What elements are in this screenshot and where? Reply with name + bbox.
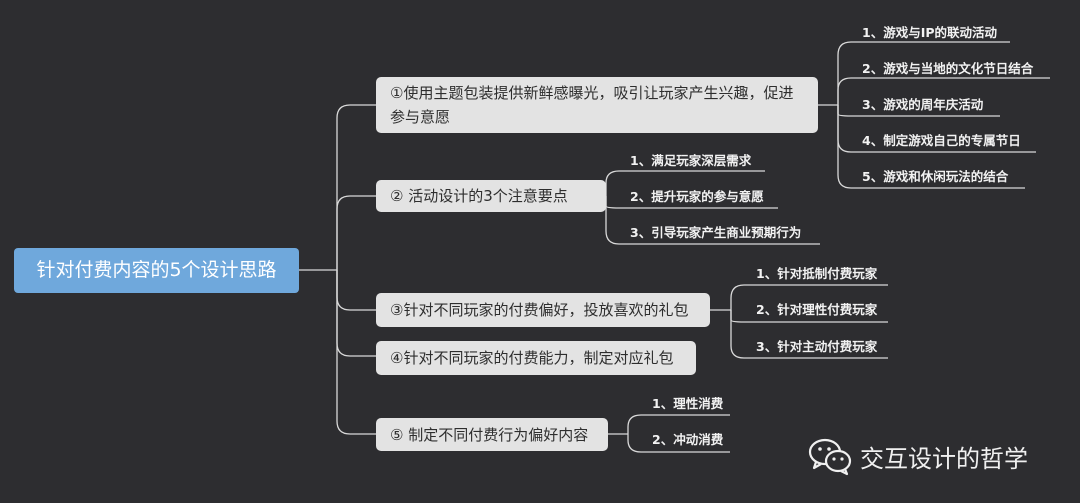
leaf-5-1[interactable]: 1、理性消费 xyxy=(652,396,724,411)
branch-2-node[interactable]: ② 活动设计的3个注意要点 xyxy=(376,180,606,212)
leaf-3-1[interactable]: 1、针对抵制付费玩家 xyxy=(756,266,878,281)
watermark: 交互设计的哲学 xyxy=(808,436,1028,476)
leaf-1-4[interactable]: 4、制定游戏自己的专属节日 xyxy=(862,133,1021,148)
connector-leaf-1-1 xyxy=(837,41,1010,105)
wechat-icon xyxy=(808,438,852,476)
connector-leaf-2-1 xyxy=(605,170,765,196)
leaf-2-1[interactable]: 1、满足玩家深层需求 xyxy=(630,153,752,168)
branch-1-node[interactable]: ①使用主题包装提供新鲜感曝光，吸引让玩家产生兴趣，促进参与意愿 xyxy=(376,77,818,133)
connector-leaf-1-5 xyxy=(837,105,1025,189)
branch-3-label: ③针对不同玩家的付费偏好，投放喜欢的礼包 xyxy=(390,301,689,319)
branch-5-node[interactable]: ⑤ 制定不同付费行为偏好内容 xyxy=(376,418,608,451)
connector-branch-5 xyxy=(336,270,376,435)
connector-leaf-3-3 xyxy=(730,310,888,359)
connector-branch-2 xyxy=(336,195,376,270)
branch-5-label: ⑤ 制定不同付费行为偏好内容 xyxy=(390,425,589,444)
root-node[interactable]: 针对付费内容的5个设计思路 xyxy=(14,248,299,293)
leaf-1-1[interactable]: 1、游戏与IP的联动活动 xyxy=(862,25,998,40)
branch-1-label: ①使用主题包装提供新鲜感曝光，吸引让玩家产生兴趣，促进参与意愿 xyxy=(390,84,794,126)
leaf-1-5[interactable]: 5、游戏和休闲玩法的结合 xyxy=(862,169,1009,184)
watermark-text: 交互设计的哲学 xyxy=(860,444,1028,473)
connector-leaf-1-2 xyxy=(837,77,1050,105)
connector-leaf-5-1 xyxy=(627,414,730,434)
branch-3-node[interactable]: ③针对不同玩家的付费偏好，投放喜欢的礼包 xyxy=(376,293,710,327)
connector-leaf-2-3 xyxy=(605,196,820,245)
branch-4-node[interactable]: ④针对不同玩家的付费能力，制定对应礼包 xyxy=(376,341,696,375)
connector-branch-3 xyxy=(336,270,376,311)
connector-branch-1 xyxy=(336,104,376,270)
leaf-1-2[interactable]: 2、游戏与当地的文化节日结合 xyxy=(862,61,1034,76)
connector-leaf-3-1 xyxy=(730,284,888,310)
leaf-2-3[interactable]: 3、引导玩家产生商业预期行为 xyxy=(630,225,802,240)
leaf-5-2[interactable]: 2、冲动消费 xyxy=(652,432,724,447)
leaf-3-2[interactable]: 2、针对理性付费玩家 xyxy=(756,302,878,317)
leaf-3-3[interactable]: 3、针对主动付费玩家 xyxy=(756,339,878,354)
leaf-1-3[interactable]: 3、游戏的周年庆活动 xyxy=(862,97,984,112)
branch-4-label: ④针对不同玩家的付费能力，制定对应礼包 xyxy=(390,349,674,367)
connector-branch-4 xyxy=(336,270,376,357)
branch-2-label: ② 活动设计的3个注意要点 xyxy=(390,187,568,205)
leaf-2-2[interactable]: 2、提升玩家的参与意愿 xyxy=(630,189,764,204)
connector-leaf-5-2 xyxy=(627,434,730,453)
